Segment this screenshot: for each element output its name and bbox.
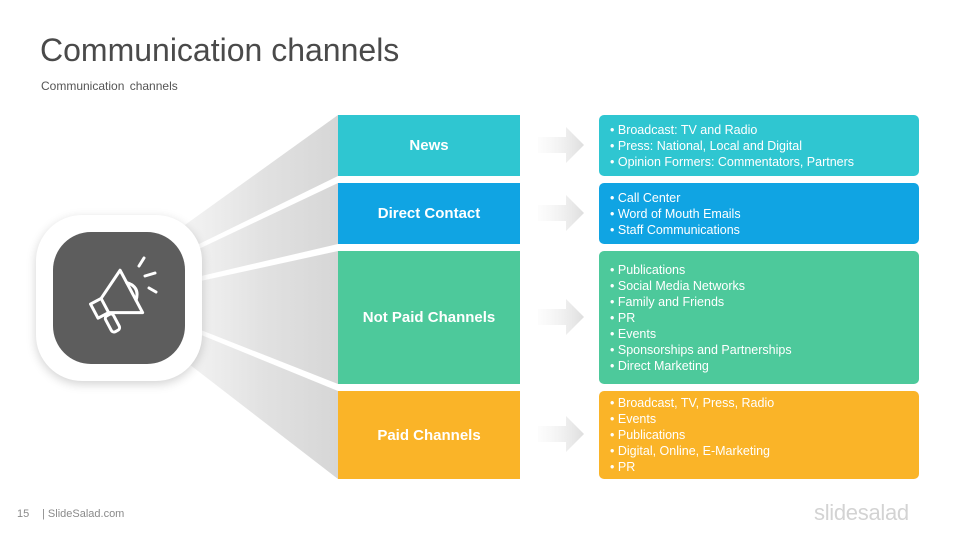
arrow-right-icon	[538, 416, 584, 452]
bullet-list: Broadcast: TV and Radio Press: National,…	[610, 122, 854, 170]
channel-direct-contact: Direct Contact	[338, 183, 520, 244]
page-number: 15	[17, 508, 30, 520]
list-item: Digital, Online, E-Marketing	[610, 443, 774, 459]
details-direct-contact: Call Center Word of Mouth Emails Staff C…	[599, 183, 919, 244]
channel-label: Direct Contact	[377, 205, 481, 222]
list-item: Publications	[610, 427, 774, 443]
list-item: Broadcast, TV, Press, Radio	[610, 395, 774, 411]
megaphone-icon	[89, 256, 158, 334]
ray-news	[150, 115, 338, 268]
arrow-right-icon	[538, 299, 584, 335]
bullet-list: Call Center Word of Mouth Emails Staff C…	[610, 190, 741, 238]
list-item: PR	[610, 459, 774, 475]
list-item: PR	[610, 310, 792, 326]
list-item: Call Center	[610, 190, 741, 206]
list-item: Sponsorships and Partnerships	[610, 342, 792, 358]
list-item: Family and Friends	[610, 294, 792, 310]
list-item: Publications	[610, 262, 792, 278]
list-item: Direct Marketing	[610, 358, 792, 374]
list-item: Events	[610, 326, 792, 342]
list-item: Word of Mouth Emails	[610, 206, 741, 222]
brand-logo: slidesalad	[814, 500, 909, 525]
channel-paid: Paid Channels	[338, 391, 520, 479]
list-item: Social Media Networks	[610, 278, 792, 294]
page-title: Communication channels	[40, 32, 400, 68]
channel-label: Not Paid Channels	[362, 309, 496, 326]
details-paid: Broadcast, TV, Press, Radio Events Publi…	[599, 391, 919, 479]
list-item: Opinion Formers: Commentators, Partners	[610, 154, 854, 170]
channel-label: Paid Channels	[377, 426, 481, 444]
bullet-list: Publications Social Media Networks Famil…	[610, 262, 792, 374]
arrow-right-icon	[538, 195, 584, 231]
channel-not-paid: Not Paid Channels	[338, 251, 520, 384]
channel-news: News	[338, 115, 520, 176]
page-subtitle: Communication channels	[41, 79, 178, 93]
icon-tile	[53, 232, 185, 364]
details-news: Broadcast: TV and Radio Press: National,…	[599, 115, 919, 176]
bullet-list: Broadcast, TV, Press, Radio Events Publi…	[610, 395, 774, 475]
list-item: Broadcast: TV and Radio	[610, 122, 854, 138]
list-item: Staff Communications	[610, 222, 741, 238]
details-not-paid: Publications Social Media Networks Famil…	[599, 251, 919, 384]
footer-site: | SlideSalad.com	[42, 508, 125, 520]
arrow-right-icon	[538, 127, 584, 163]
list-item: Press: National, Local and Digital	[610, 138, 854, 154]
channel-label: News	[409, 137, 449, 154]
list-item: Events	[610, 411, 774, 427]
